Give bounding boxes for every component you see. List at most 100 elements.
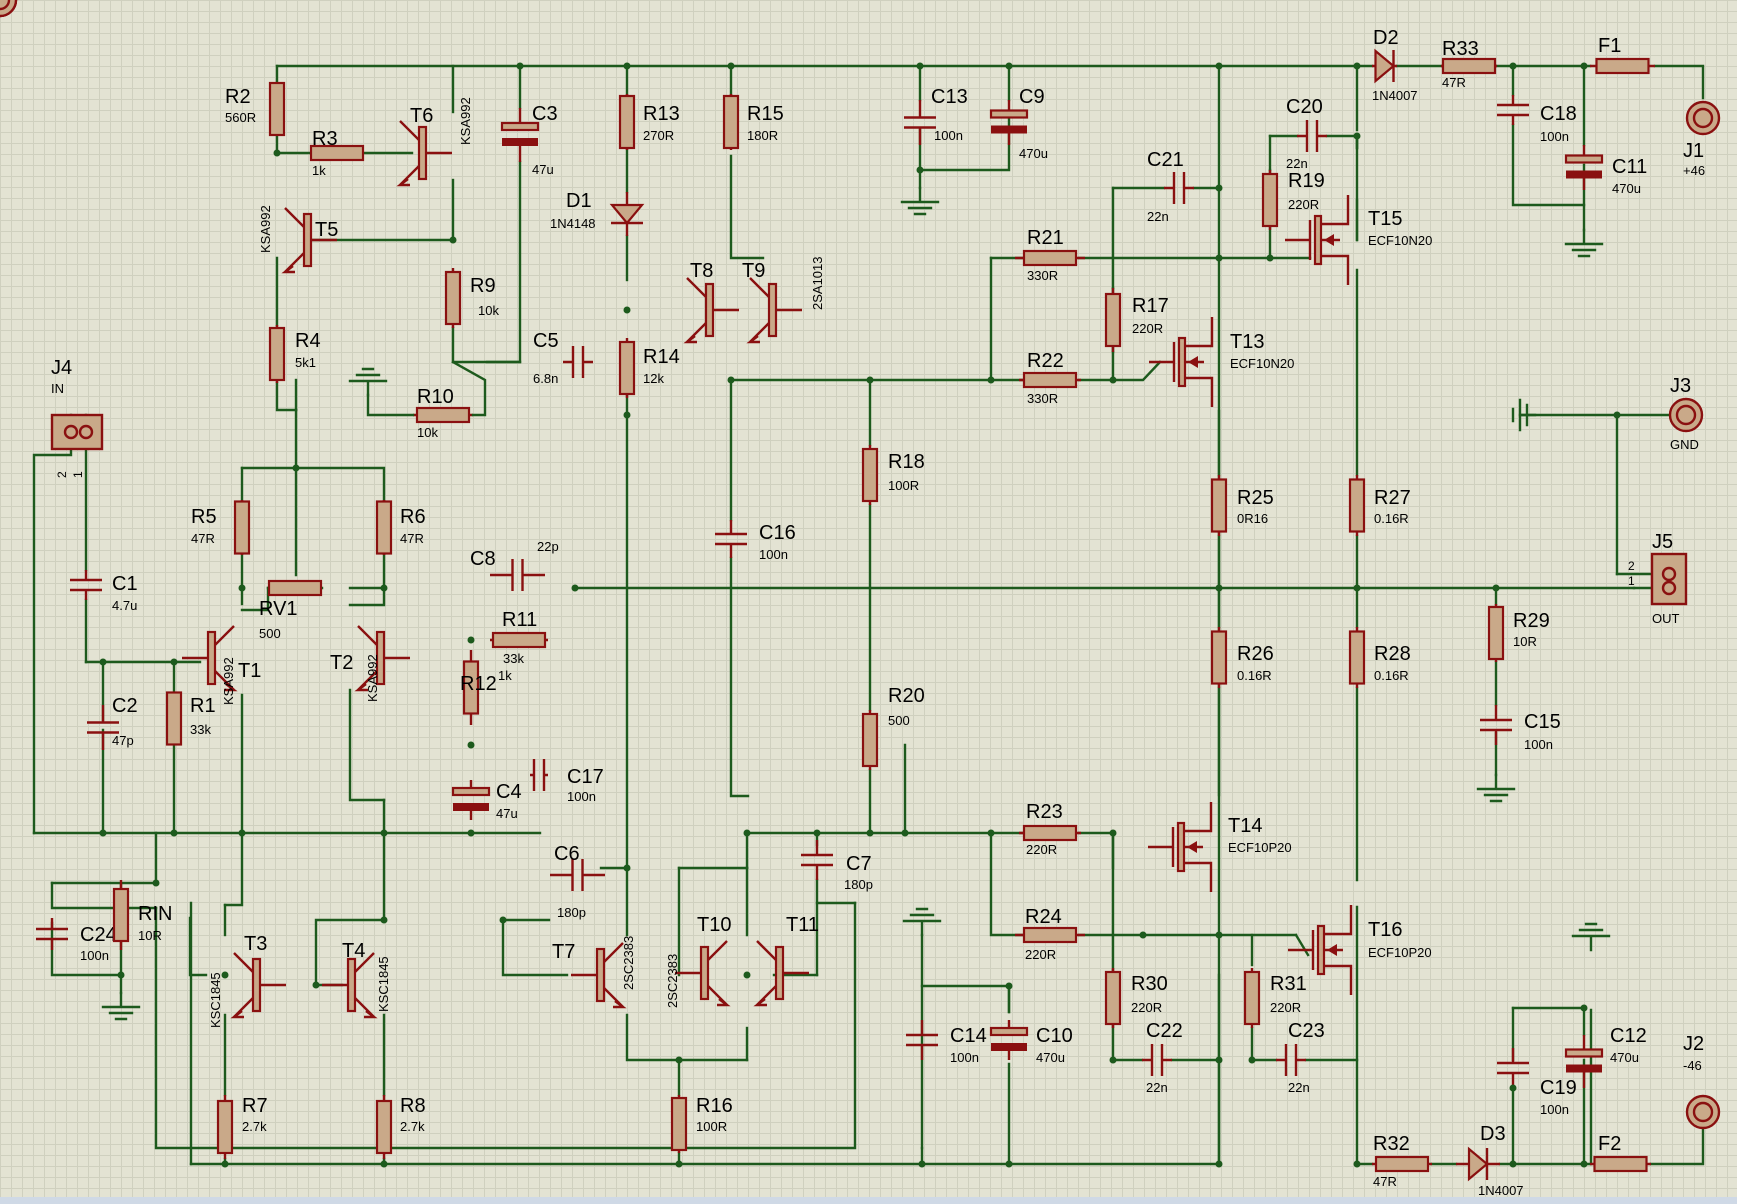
component-r6[interactable] <box>375 500 393 555</box>
component-r31[interactable] <box>1243 968 1261 1028</box>
component-rv1[interactable] <box>267 579 323 597</box>
component-r11[interactable] <box>490 631 548 649</box>
component-t13[interactable] <box>1149 317 1214 407</box>
component-t2[interactable] <box>354 625 410 692</box>
component-c11[interactable] <box>1564 145 1604 190</box>
component-c2[interactable] <box>87 705 119 750</box>
j4-label: J4 <box>51 357 72 379</box>
component-r15[interactable] <box>722 94 740 150</box>
component-d2[interactable] <box>1372 48 1397 84</box>
component-c10[interactable] <box>989 1020 1029 1060</box>
component-r25[interactable] <box>1210 475 1228 536</box>
t2-value: KSA992 <box>365 654 380 702</box>
component-f2[interactable] <box>1590 1155 1651 1173</box>
component-r20[interactable] <box>861 710 879 770</box>
component-c7[interactable] <box>801 840 833 880</box>
component-r22[interactable] <box>1019 371 1081 389</box>
component-c22[interactable] <box>1142 1044 1172 1076</box>
junction-dot <box>1215 254 1223 262</box>
component-c9[interactable] <box>989 100 1029 145</box>
component-r18[interactable] <box>861 445 879 505</box>
component-r10[interactable] <box>413 406 473 424</box>
component-r14[interactable] <box>618 338 636 398</box>
component-t10[interactable] <box>675 940 731 1007</box>
component-r9[interactable] <box>444 268 462 328</box>
component-r26[interactable] <box>1210 627 1228 688</box>
component-c1[interactable] <box>70 570 102 600</box>
component-t14[interactable] <box>1148 802 1213 892</box>
component-r16[interactable] <box>670 1095 688 1153</box>
component-r23[interactable] <box>1019 824 1081 842</box>
component-r4[interactable] <box>268 325 286 383</box>
component-c3[interactable] <box>500 108 540 162</box>
component-c15[interactable] <box>1480 705 1512 745</box>
component-c5[interactable] <box>563 346 593 378</box>
junction-dot <box>1353 1160 1361 1168</box>
component-t15[interactable] <box>1285 195 1350 285</box>
component-t4[interactable] <box>322 952 378 1019</box>
component-t8[interactable] <box>683 277 739 344</box>
component-r24[interactable] <box>1015 926 1085 944</box>
component-j1[interactable] <box>1685 100 1721 136</box>
component-c12[interactable] <box>1564 1035 1604 1088</box>
component-r13[interactable] <box>618 94 636 150</box>
component-r19[interactable] <box>1261 170 1279 230</box>
component-c18[interactable] <box>1497 95 1529 125</box>
component-t5[interactable] <box>281 207 337 274</box>
component-r21[interactable] <box>1015 249 1085 267</box>
component-c20[interactable] <box>1297 120 1327 152</box>
component-t11[interactable] <box>753 940 809 1007</box>
r7-label: R7 <box>242 1095 268 1117</box>
component-j5[interactable] <box>0 0 18 18</box>
component-r1[interactable] <box>165 691 183 746</box>
component-c8[interactable] <box>490 559 545 591</box>
component-t7[interactable] <box>571 942 627 1009</box>
component-j2[interactable] <box>1685 1094 1721 1130</box>
component-t16[interactable] <box>1288 905 1353 995</box>
resistor-body <box>1261 172 1279 228</box>
component-r8[interactable] <box>375 1095 393 1159</box>
component-j4[interactable] <box>50 413 104 451</box>
component-t1[interactable] <box>182 625 238 692</box>
component-rin[interactable] <box>112 880 130 950</box>
junction-dot <box>1109 376 1117 384</box>
component-r2[interactable] <box>268 81 286 137</box>
component-r28[interactable] <box>1348 627 1366 688</box>
t15-label: T15 <box>1368 208 1402 230</box>
component-r3[interactable] <box>309 144 365 162</box>
junction-dot <box>117 971 125 979</box>
c6-value: 180p <box>557 905 586 920</box>
component-c19[interactable] <box>1497 1048 1529 1088</box>
component-c6[interactable] <box>550 859 605 891</box>
component-j5[interactable] <box>1650 552 1688 606</box>
component-c21[interactable] <box>1164 172 1194 204</box>
component-c14[interactable] <box>906 1020 938 1060</box>
component-t9[interactable] <box>746 277 802 344</box>
r29-label: R29 <box>1513 610 1550 632</box>
c22-value: 22n <box>1146 1080 1168 1095</box>
component-r12[interactable] <box>462 650 480 725</box>
component-t6[interactable] <box>396 120 452 187</box>
component-c17[interactable] <box>530 759 548 791</box>
component-c4[interactable] <box>451 780 491 820</box>
wire <box>314 918 386 987</box>
component-c13[interactable] <box>904 100 936 145</box>
component-c23[interactable] <box>1276 1044 1306 1076</box>
component-r33[interactable] <box>1441 57 1497 75</box>
component-r17[interactable] <box>1104 288 1122 352</box>
component-r27[interactable] <box>1348 475 1366 536</box>
component-c24[interactable] <box>36 918 68 950</box>
component-t3[interactable] <box>230 952 286 1019</box>
component-r30[interactable] <box>1104 968 1122 1028</box>
component-r7[interactable] <box>216 1095 234 1159</box>
component-j3[interactable] <box>1668 397 1704 433</box>
component-d3[interactable] <box>1456 1146 1500 1182</box>
component-c16[interactable] <box>715 520 747 558</box>
component-d1[interactable] <box>609 192 645 236</box>
component-f1[interactable] <box>1590 57 1655 75</box>
component-r5[interactable] <box>233 500 251 555</box>
component-r32[interactable] <box>1372 1155 1432 1173</box>
r11-value: 33k <box>503 651 524 666</box>
component-r29[interactable] <box>1487 604 1505 662</box>
